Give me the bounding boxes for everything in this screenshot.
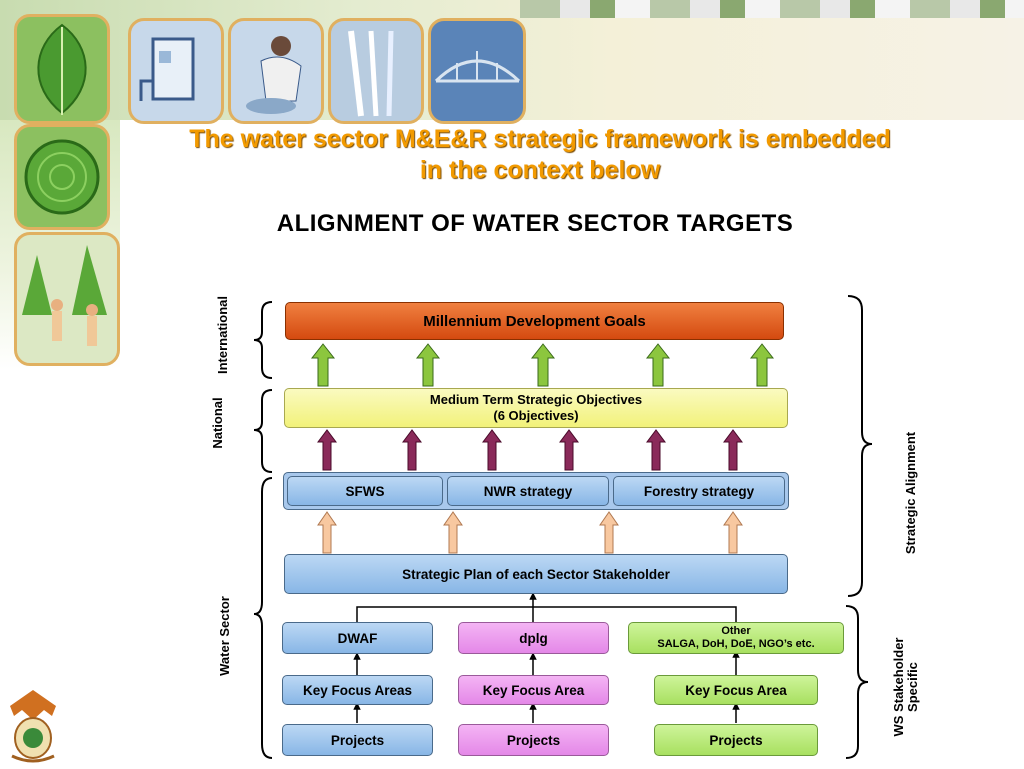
brace-water-sector bbox=[253, 477, 273, 759]
brace-international bbox=[253, 301, 273, 379]
key-focus-other: Key Focus Area bbox=[654, 675, 818, 705]
strategy-nwr: NWR strategy bbox=[447, 476, 609, 506]
tree-connectors bbox=[353, 592, 740, 723]
green-arrow bbox=[530, 343, 556, 387]
green-arrow bbox=[749, 343, 775, 387]
tree-stump-icon bbox=[14, 124, 110, 230]
mtso-box: Medium Term Strategic Objectives (6 Obje… bbox=[284, 388, 788, 428]
header-strip bbox=[520, 0, 1024, 18]
projects-dplg: Projects bbox=[458, 724, 609, 756]
peach-arrows bbox=[317, 511, 743, 554]
waterfall-icon bbox=[328, 18, 424, 124]
label-international: International bbox=[215, 296, 230, 375]
green-arrow bbox=[645, 343, 671, 387]
leaf-icon bbox=[14, 14, 110, 124]
maroon-arrow bbox=[402, 429, 422, 471]
key-focus-dplg: Key Focus Area bbox=[458, 675, 609, 705]
water-tank-icon bbox=[128, 18, 224, 124]
label-water-sector: Water Sector bbox=[217, 596, 232, 676]
stakeholder-other: Other SALGA, DoH, DoE, NGO’s etc. bbox=[628, 622, 844, 654]
maroon-arrow bbox=[317, 429, 337, 471]
brace-ws-stakeholder bbox=[845, 605, 869, 759]
bridge-icon bbox=[428, 18, 526, 124]
stakeholder-other-list: SALGA, DoH, DoE, NGO’s etc. bbox=[657, 638, 815, 650]
label-ws-stakeholder-line2: Specific bbox=[905, 662, 920, 712]
stakeholder-other-title: Other bbox=[721, 625, 751, 637]
diagram-heading: ALIGNMENT OF WATER SECTOR TARGETS bbox=[276, 210, 794, 237]
coat-of-arms-icon bbox=[2, 686, 64, 764]
projects-other: Projects bbox=[654, 724, 818, 756]
green-arrow bbox=[415, 343, 441, 387]
maroon-arrow bbox=[646, 429, 666, 471]
maroon-arrow bbox=[482, 429, 502, 471]
key-focus-dwaf: Key Focus Areas bbox=[282, 675, 433, 705]
peach-arrow bbox=[723, 511, 743, 554]
peach-arrow bbox=[317, 511, 337, 554]
projects-dwaf: Projects bbox=[282, 724, 433, 756]
green-arrows bbox=[310, 343, 775, 387]
green-arrow bbox=[310, 343, 336, 387]
maroon-arrow bbox=[723, 429, 743, 471]
brace-strategic-alignment bbox=[847, 295, 873, 597]
slide-title-line2: in the context below bbox=[419, 156, 661, 184]
mdg-box: Millennium Development Goals bbox=[285, 302, 784, 340]
label-national: National bbox=[210, 397, 225, 449]
mtso-count: (6 Objectives) bbox=[493, 408, 579, 423]
right-braces bbox=[845, 295, 873, 759]
label-ws-stakeholder-line1: WS Stakeholder bbox=[891, 637, 906, 737]
brace-national bbox=[253, 389, 273, 473]
stakeholder-dwaf: DWAF bbox=[282, 622, 433, 654]
strategy-forestry: Forestry strategy bbox=[613, 476, 785, 506]
maroon-arrows bbox=[317, 429, 743, 471]
left-braces bbox=[253, 301, 273, 759]
label-ws-stakeholder: WS Stakeholder Specific bbox=[891, 637, 922, 737]
label-strategic-alignment: Strategic Alignment bbox=[903, 431, 918, 555]
mtso-title: Medium Term Strategic Objectives bbox=[429, 392, 643, 407]
peach-arrow bbox=[599, 511, 619, 554]
peach-arrow bbox=[443, 511, 463, 554]
slide-title-line1: The water sector M&E&R strategic framewo… bbox=[189, 125, 891, 153]
washing-person-icon bbox=[228, 18, 324, 124]
strategic-plan-box: Strategic Plan of each Sector Stakeholde… bbox=[284, 554, 788, 594]
maroon-arrow bbox=[559, 429, 579, 471]
trees-people-icon bbox=[14, 232, 120, 366]
stakeholder-dplg: dplg bbox=[458, 622, 609, 654]
strategy-sfws: SFWS bbox=[287, 476, 443, 506]
